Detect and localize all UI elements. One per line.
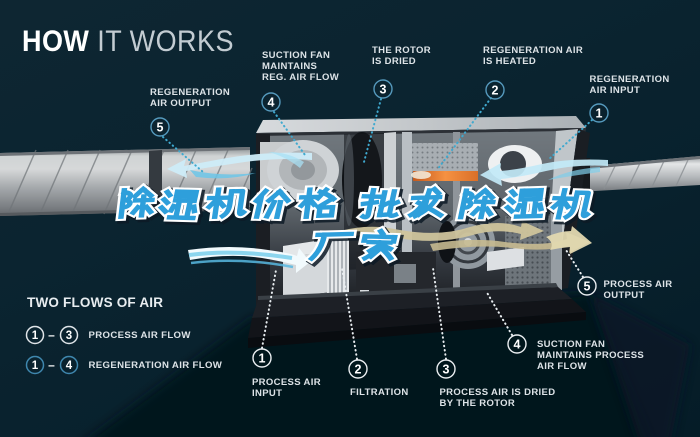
svg-text:–: – xyxy=(48,358,55,372)
svg-text:4: 4 xyxy=(514,338,521,352)
svg-text:4: 4 xyxy=(66,360,73,372)
svg-text:4: 4 xyxy=(268,96,275,110)
svg-text:5: 5 xyxy=(584,280,591,294)
svg-text:3: 3 xyxy=(66,330,72,342)
svg-text:–: – xyxy=(48,328,55,342)
svg-text:2: 2 xyxy=(492,84,499,98)
svg-text:1: 1 xyxy=(596,107,603,121)
svg-text:1: 1 xyxy=(32,360,39,372)
svg-text:5: 5 xyxy=(157,121,164,135)
svg-text:3: 3 xyxy=(443,363,450,377)
svg-text:2: 2 xyxy=(355,363,362,377)
svg-text:1: 1 xyxy=(32,330,39,342)
svg-text:3: 3 xyxy=(380,83,387,97)
svg-text:1: 1 xyxy=(259,352,266,366)
